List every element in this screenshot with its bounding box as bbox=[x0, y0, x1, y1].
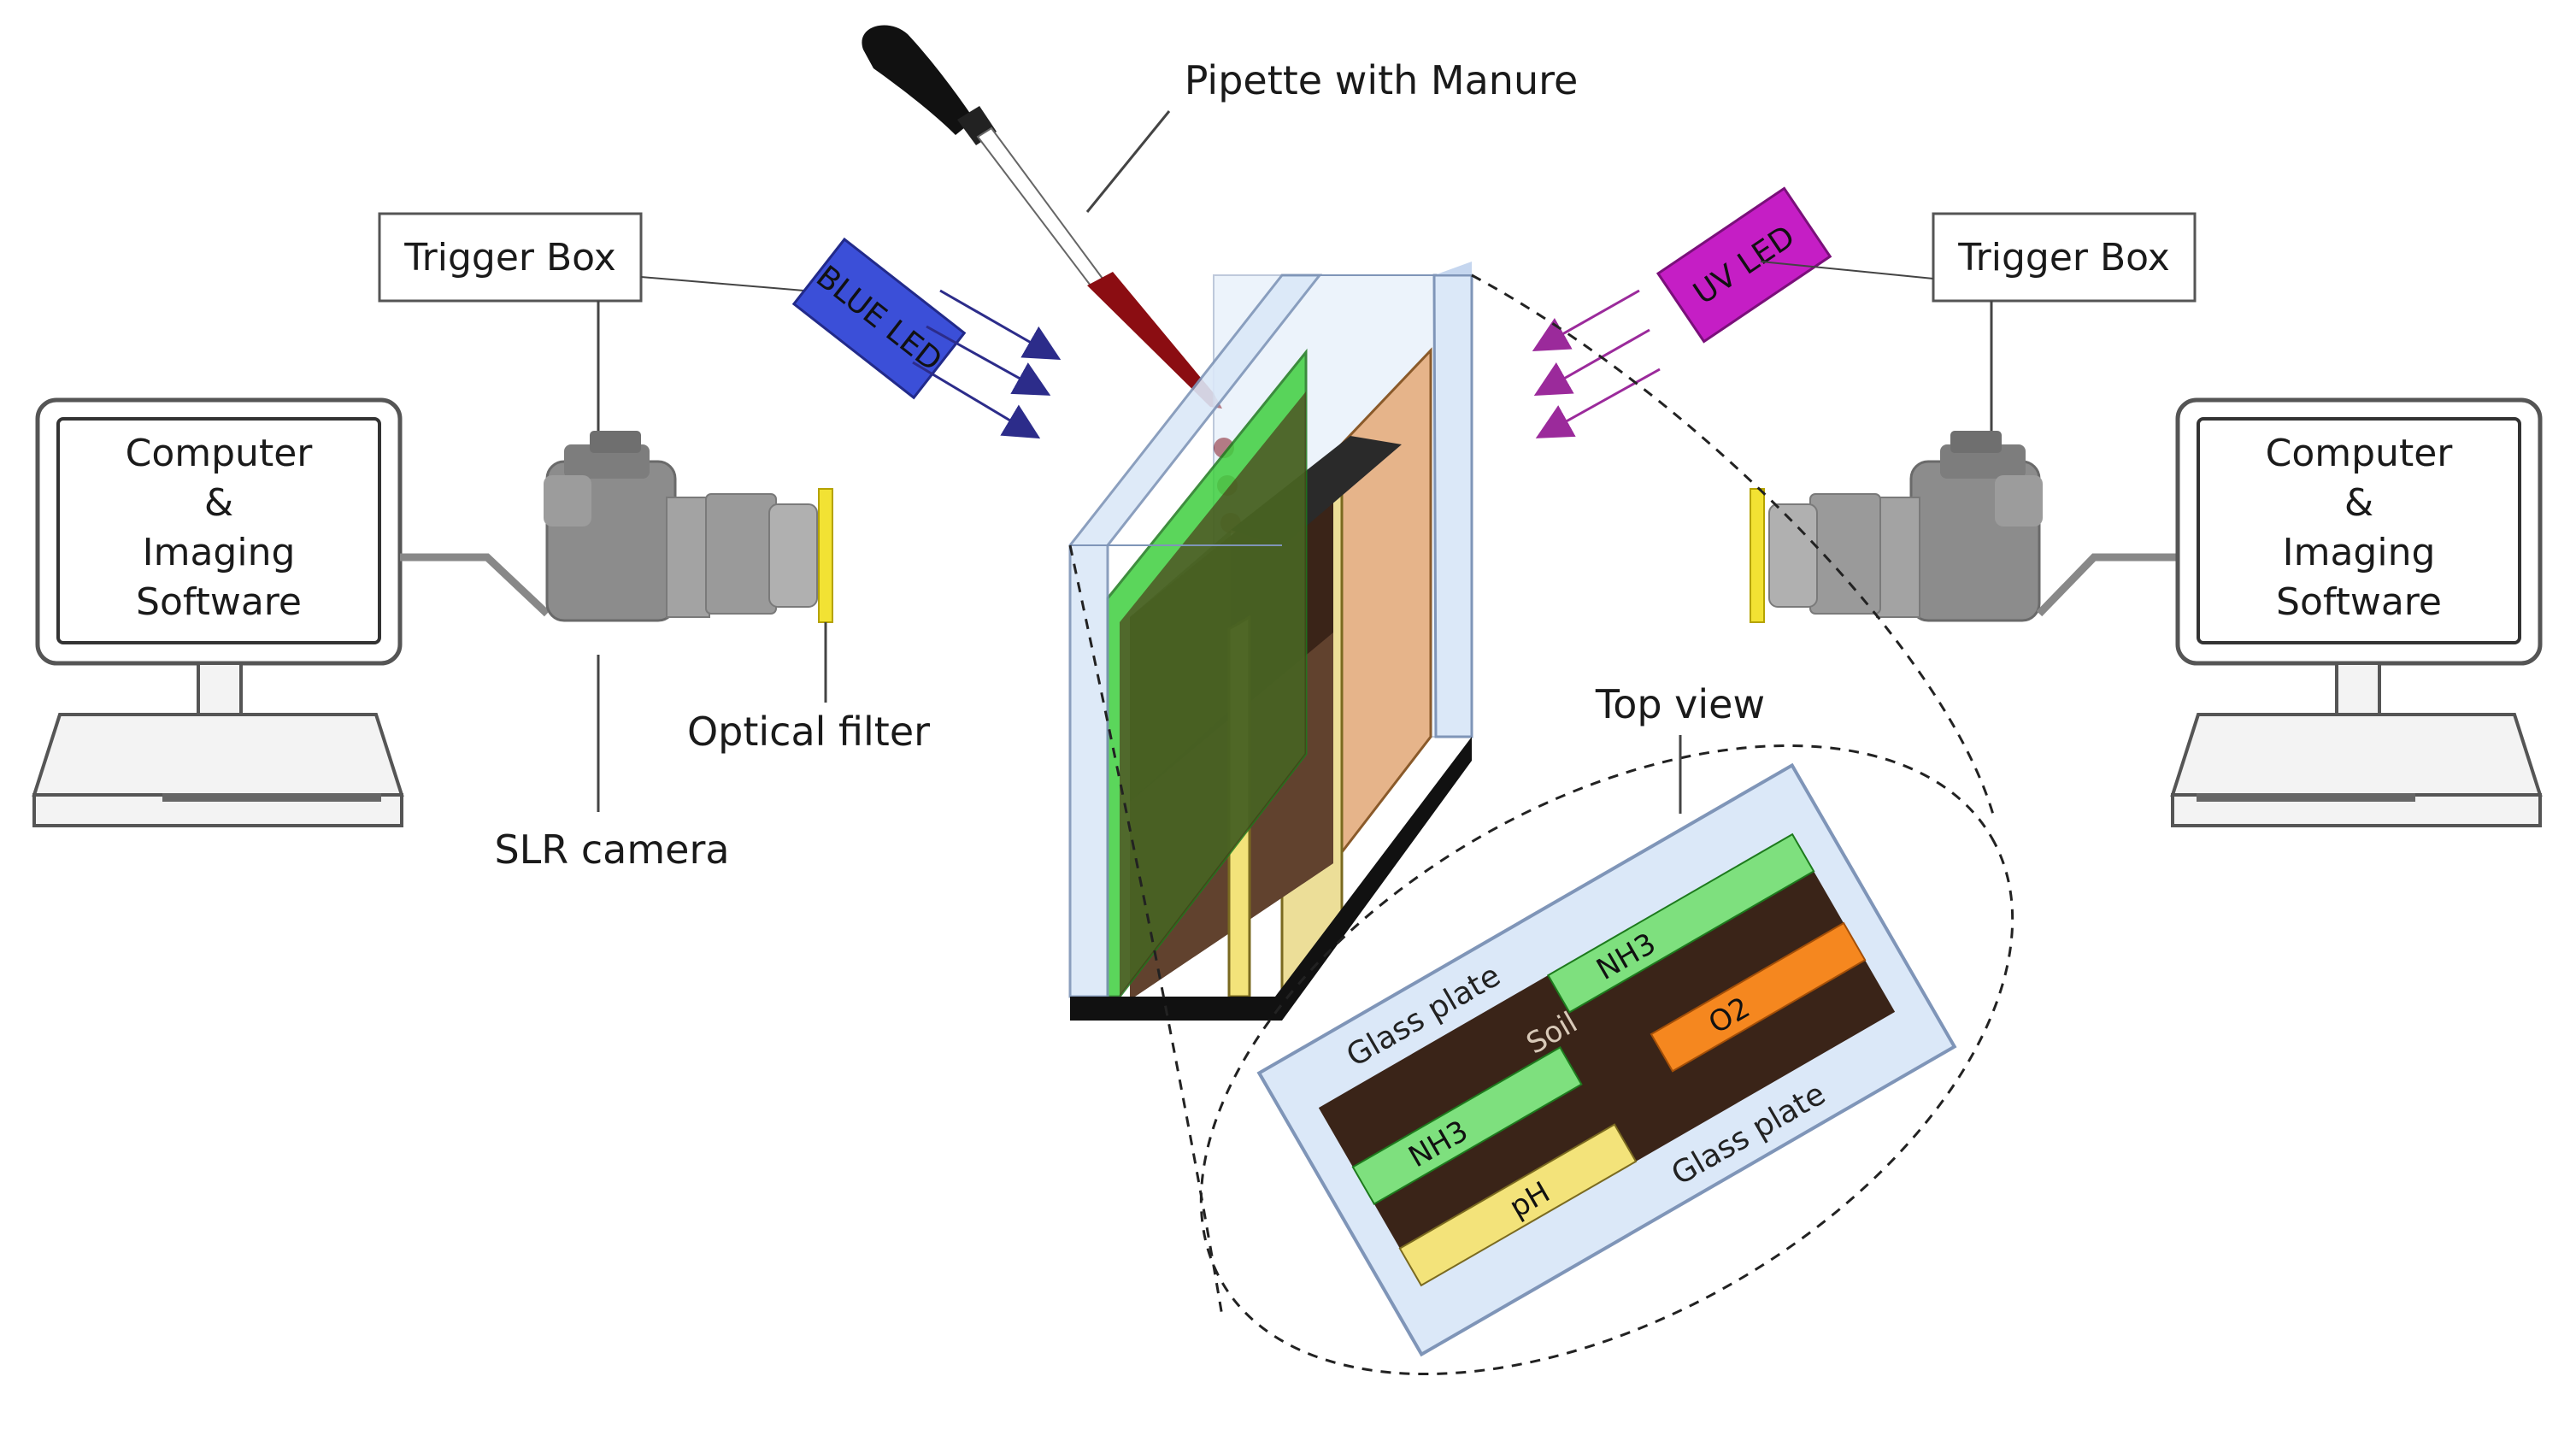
computer-right: Computer & Imaging Software bbox=[2170, 397, 2543, 827]
trigger-box-left-label: Trigger Box bbox=[403, 236, 616, 279]
computer-left-line-4: Software bbox=[136, 580, 302, 624]
uv-led-rays bbox=[1532, 289, 1661, 438]
slr-camera-label: SLR camera bbox=[494, 827, 729, 873]
blue-led: BLUE LED bbox=[791, 237, 967, 400]
top-view-cross-section: Glass plate NH3 NH3 Soil O2 pH Glass pla… bbox=[1256, 762, 1957, 1357]
top-view-o2 bbox=[1650, 921, 1867, 1073]
cable-left bbox=[400, 553, 550, 617]
computer-left-line-1: Computer bbox=[126, 432, 314, 475]
computer-right-line-3: Imaging bbox=[2283, 531, 2436, 574]
trigger-box-right-label: Trigger Box bbox=[1957, 236, 2170, 279]
slr-camera-left bbox=[544, 431, 818, 622]
top-view-ph bbox=[1398, 1123, 1638, 1287]
trigger-right-to-led bbox=[1760, 261, 1934, 279]
top-view-nh3-left bbox=[1351, 1045, 1583, 1206]
optical-filter-left bbox=[818, 488, 833, 623]
optical-filter-right bbox=[1750, 488, 1765, 623]
computer-right-line-1: Computer bbox=[2266, 432, 2454, 475]
pipette-label: Pipette with Manure bbox=[1185, 57, 1579, 103]
top-view-nh3-top bbox=[1546, 832, 1815, 1014]
computer-left: Computer & Imaging Software bbox=[32, 397, 404, 827]
top-view-label: Top view bbox=[1595, 681, 1765, 727]
computer-left-line-2: & bbox=[204, 481, 233, 525]
trigger-box-left: Trigger Box bbox=[378, 212, 643, 303]
top-view-callout bbox=[1068, 274, 2014, 1376]
pipette-pointer bbox=[1085, 110, 1171, 213]
computer-right-line-2: & bbox=[2344, 481, 2373, 525]
slr-camera-right bbox=[1768, 431, 2043, 622]
blue-led-rays bbox=[912, 289, 1062, 439]
computer-right-line-4: Software bbox=[2276, 580, 2442, 624]
trigger-box-right: Trigger Box bbox=[1932, 212, 2197, 303]
observation-cell bbox=[1068, 262, 1473, 1021]
uv-led: UV LED bbox=[1656, 186, 1832, 344]
optical-filter-label: Optical filter bbox=[687, 709, 930, 755]
computer-left-line-3: Imaging bbox=[143, 531, 296, 574]
cable-right bbox=[2036, 553, 2178, 617]
